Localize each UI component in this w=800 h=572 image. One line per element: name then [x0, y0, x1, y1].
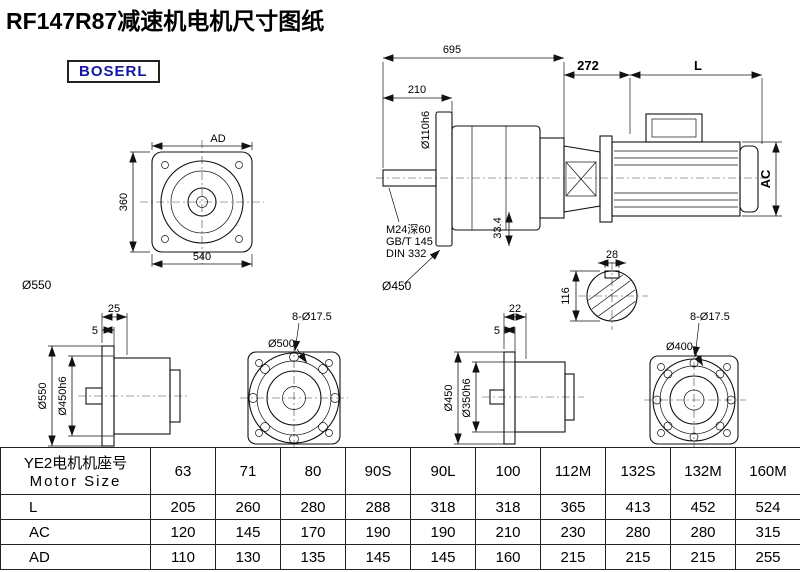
col-header-90l: 90L [410, 447, 476, 495]
cell-AD-132m: 215 [670, 544, 736, 570]
main-view: 695 272 L 210 Ø110h6 M24深60 GB/T 145 DIN… [376, 44, 782, 293]
table-row-AC: AC 120 145 170 190 190 210 230 280 280 3… [0, 519, 800, 545]
cell-AD-63: 110 [150, 544, 216, 570]
label-holes-500: 8-Ø17.5 [292, 311, 332, 323]
cell-AC-63: 120 [150, 519, 216, 545]
thread-note-2: GB/T 145 [386, 236, 433, 248]
thread-note-1: M24深60 [386, 223, 431, 236]
cell-AC-112m: 230 [540, 519, 606, 545]
col-header-100: 100 [475, 447, 541, 495]
row-label-AC: AC [0, 519, 151, 545]
dim-25: 25 [108, 303, 120, 315]
cell-AC-90s: 190 [345, 519, 411, 545]
cell-AD-112m: 215 [540, 544, 606, 570]
dim-dia-550-side: Ø550 [37, 383, 49, 410]
dim-33-4: 33.4 [492, 217, 504, 238]
cell-AC-100: 210 [475, 519, 541, 545]
label-dia-450-main: Ø450 [382, 279, 412, 293]
technical-drawing: AD 360 540 Ø550 695 [22, 44, 782, 448]
cell-L-132s: 413 [605, 494, 671, 520]
dim-540: 540 [193, 251, 211, 263]
cell-L-80: 280 [280, 494, 346, 520]
cell-AC-80: 170 [280, 519, 346, 545]
cell-AC-90l: 190 [410, 519, 476, 545]
label-dia-400: Ø400 [666, 341, 693, 353]
table-header-cn: YE2电机机座号 [23, 455, 128, 472]
cell-L-71: 260 [215, 494, 281, 520]
flange-face-view-500: Ø500 8-Ø17.5 [240, 311, 348, 448]
page-title: RF147R87减速机电机尺寸图纸 [6, 8, 325, 34]
cell-L-63: 205 [150, 494, 216, 520]
dim-dia-450-side: Ø450 [443, 385, 455, 412]
dim-L: L [694, 58, 702, 73]
brand-logo: BOSERL [67, 60, 160, 83]
dim-695: 695 [443, 44, 461, 56]
cell-L-100: 318 [475, 494, 541, 520]
col-header-90s: 90S [345, 447, 411, 495]
col-header-80: 80 [280, 447, 346, 495]
cell-AC-160m: 315 [735, 519, 800, 545]
label-dia-550: Ø550 [22, 278, 52, 292]
cell-AD-90s: 145 [345, 544, 411, 570]
shaft-section-view: 28 116 [560, 249, 648, 330]
cell-AD-100: 160 [475, 544, 541, 570]
dim-dia-350h6: Ø350h6 [461, 378, 473, 417]
dim-28: 28 [606, 249, 618, 261]
motor-dimension-table: YE2电机机座号 Motor Size 63 71 80 90S 90L 100… [0, 447, 800, 570]
table-header-motor-size: YE2电机机座号 Motor Size [0, 447, 151, 495]
table-header-row: YE2电机机座号 Motor Size 63 71 80 90S 90L 100… [0, 447, 800, 495]
dim-5-a: 5 [92, 325, 98, 337]
flange-side-view-500: 25 5 Ø550 Ø450h6 [37, 303, 190, 447]
cell-AD-132s: 215 [605, 544, 671, 570]
dim-AC: AC [758, 169, 773, 188]
thread-note-3: DIN 332 [386, 248, 426, 260]
cell-AD-90l: 145 [410, 544, 476, 570]
row-label-L: L [0, 494, 151, 520]
cell-AD-160m: 255 [735, 544, 800, 570]
cell-L-132m: 452 [670, 494, 736, 520]
flange-face-view-400: Ø400 8-Ø17.5 [644, 311, 746, 448]
label-holes-400: 8-Ø17.5 [690, 311, 730, 323]
dim-shaft-dia: Ø110h6 [420, 111, 432, 149]
table-row-AD: AD 110 130 135 145 145 160 215 215 215 2… [0, 544, 800, 570]
col-header-132m: 132M [670, 447, 736, 495]
cell-L-90l: 318 [410, 494, 476, 520]
row-label-AD: AD [0, 544, 151, 570]
cell-AD-80: 135 [280, 544, 346, 570]
col-header-160m: 160M [735, 447, 800, 495]
dim-5-c: 5 [494, 325, 500, 337]
table-row-L: L 205 260 280 288 318 318 365 413 452 52… [0, 494, 800, 520]
dim-22: 22 [509, 303, 521, 315]
col-header-132s: 132S [605, 447, 671, 495]
cell-L-90s: 288 [345, 494, 411, 520]
dim-360: 360 [118, 193, 130, 211]
cell-AC-71: 145 [215, 519, 281, 545]
col-header-71: 71 [215, 447, 281, 495]
cell-AC-132m: 280 [670, 519, 736, 545]
dim-dia-450h6: Ø450h6 [57, 376, 69, 415]
cell-L-112m: 365 [540, 494, 606, 520]
label-dia-500: Ø500 [268, 338, 295, 350]
cell-AC-132s: 280 [605, 519, 671, 545]
dim-116: 116 [560, 287, 572, 305]
flange-side-view-400: 22 5 Ø450 Ø350h6 [443, 303, 584, 445]
table-header-en: Motor Size [29, 473, 122, 490]
dim-210: 210 [408, 84, 426, 96]
cell-AD-71: 130 [215, 544, 281, 570]
col-header-112m: 112M [540, 447, 606, 495]
col-header-63: 63 [150, 447, 216, 495]
cell-L-160m: 524 [735, 494, 800, 520]
dim-AD: AD [210, 133, 225, 145]
end-view: AD 360 540 Ø550 [22, 133, 264, 292]
dim-272: 272 [577, 58, 599, 73]
